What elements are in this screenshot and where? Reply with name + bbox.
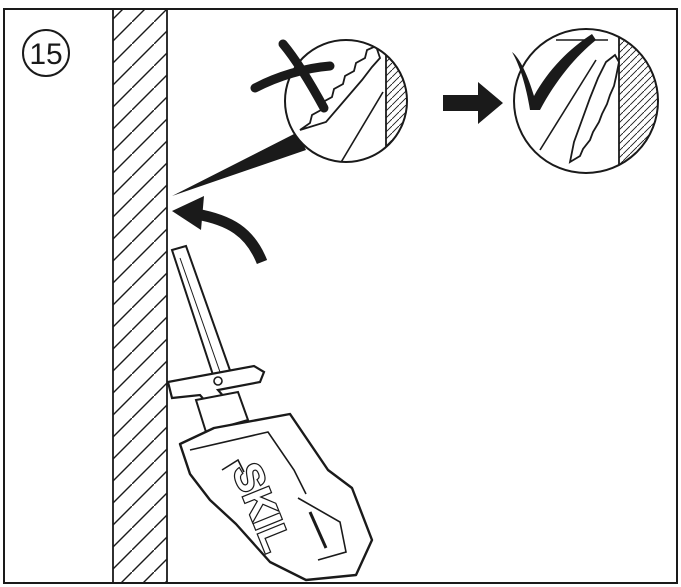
callout-pointer xyxy=(172,132,306,196)
reciprocating-saw: SKIL xyxy=(166,244,374,582)
arrow-right-icon xyxy=(443,82,503,124)
step-number: 15 xyxy=(29,38,62,71)
step-number-badge: 15 xyxy=(22,29,70,77)
wall xyxy=(112,10,168,582)
curved-arrow-icon xyxy=(172,196,268,265)
cross-mark-icon xyxy=(250,39,335,113)
check-mark-icon xyxy=(512,34,596,110)
step-number-circle xyxy=(22,29,70,77)
